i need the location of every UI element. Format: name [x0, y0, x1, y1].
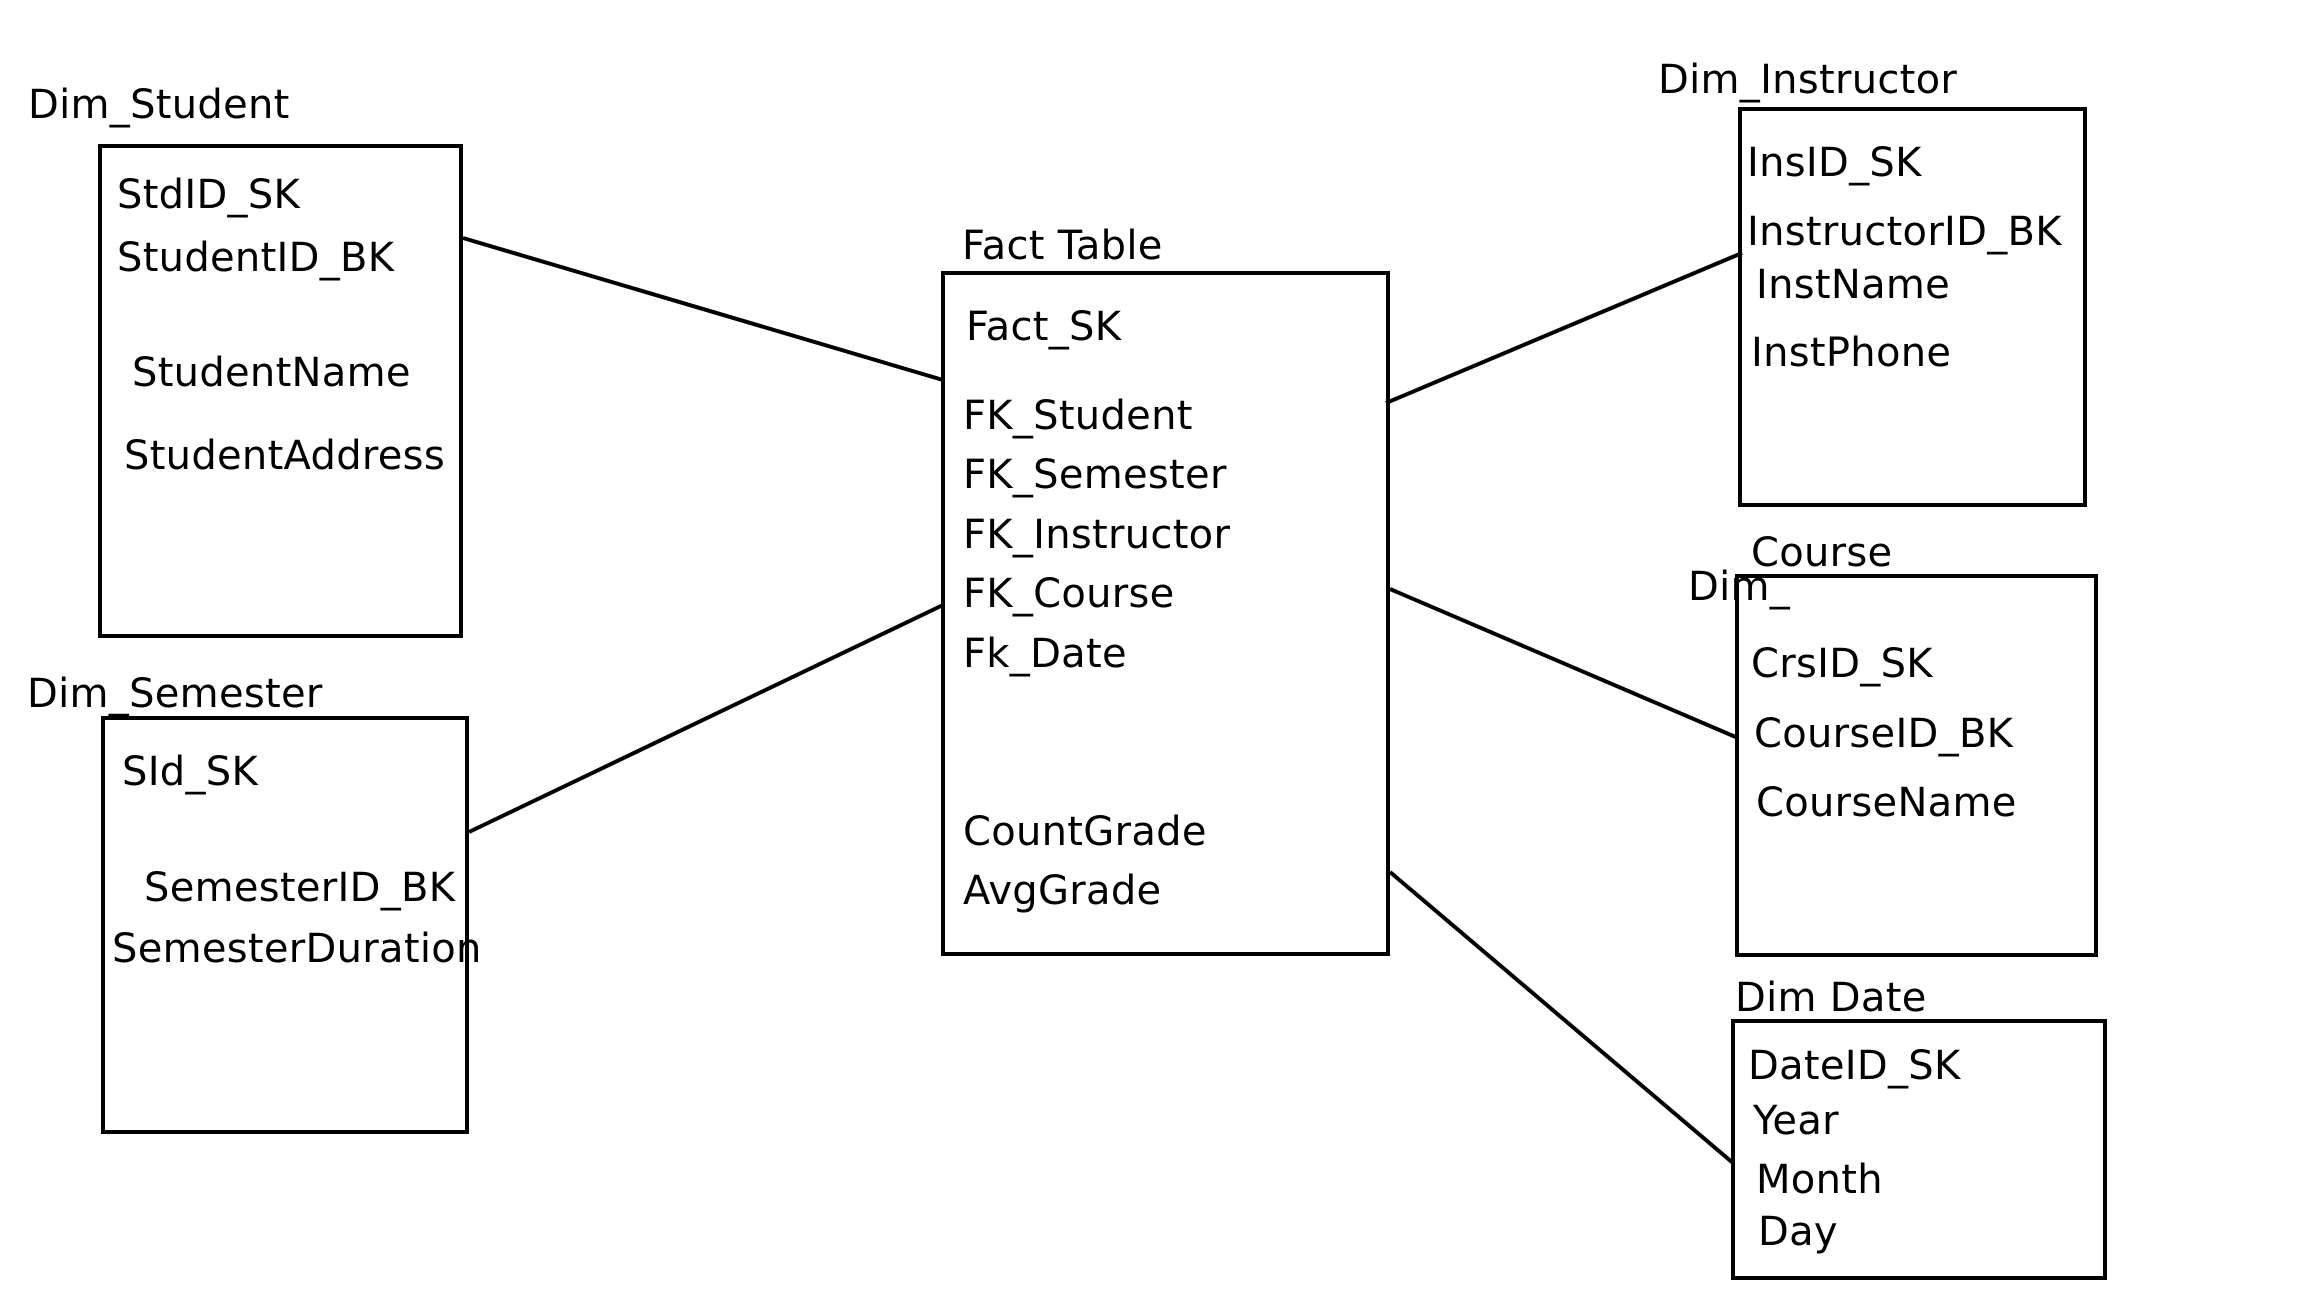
dim-course-field: CrsID_SK — [1751, 641, 1933, 687]
link-fact-course — [1389, 587, 1739, 740]
fact-table-title: Fact Table — [962, 223, 1163, 269]
dim-semester-field: SemesterDuration — [112, 926, 482, 972]
dim-semester-title: Dim_Semester — [27, 671, 323, 717]
dim-course-field: CourseName — [1756, 780, 2017, 826]
dim-student-field: StudentAddress — [124, 433, 445, 479]
link-fact-date — [1388, 870, 1735, 1165]
fact-field: FK_Course — [963, 571, 1175, 617]
dim-instructor-field: InsID_SK — [1747, 140, 1922, 186]
fact-field: Fact_SK — [966, 304, 1122, 350]
fact-field: AvgGrade — [963, 868, 1162, 914]
dim-course-title-part2: Course — [1751, 530, 1893, 576]
dim-instructor-title: Dim_Instructor — [1658, 57, 1958, 103]
dim-instructor-table — [1738, 107, 2087, 507]
link-semester-fact — [468, 603, 944, 834]
dim-course-field: CourseID_BK — [1754, 711, 2014, 757]
dim-semester-field: SemesterID_BK — [144, 865, 456, 911]
dim-instructor-field: InstName — [1756, 262, 1951, 308]
fact-field: Fk_Date — [963, 631, 1127, 677]
dim-student-field: StudentID_BK — [117, 235, 395, 281]
dim-instructor-field: InstructorID_BK — [1747, 209, 2062, 255]
fact-field: FK_Instructor — [963, 512, 1231, 558]
fact-field: FK_Semester — [963, 452, 1227, 498]
dim-course-table — [1735, 574, 2098, 957]
dim-semester-table — [101, 716, 469, 1134]
dim-date-title: Dim Date — [1735, 975, 1927, 1021]
dim-student-title: Dim_Student — [28, 82, 290, 128]
dim-student-field: StdID_SK — [117, 172, 301, 218]
link-fact-instructor — [1385, 251, 1743, 405]
link-student-fact — [462, 236, 944, 382]
dim-date-field: Month — [1756, 1157, 1883, 1203]
dim-student-field: StudentName — [132, 350, 411, 396]
dim-date-field: DateID_SK — [1748, 1043, 1961, 1089]
fact-field: CountGrade — [963, 809, 1207, 855]
dim-date-table — [1731, 1019, 2107, 1280]
dim-date-field: Year — [1753, 1098, 1839, 1144]
dim-semester-field: SId_SK — [122, 749, 258, 795]
dim-date-field: Day — [1758, 1209, 1838, 1255]
fact-table — [941, 271, 1390, 956]
dim-student-table — [98, 144, 463, 638]
dim-instructor-field: InstPhone — [1751, 330, 1952, 376]
fact-field: FK_Student — [963, 393, 1193, 439]
